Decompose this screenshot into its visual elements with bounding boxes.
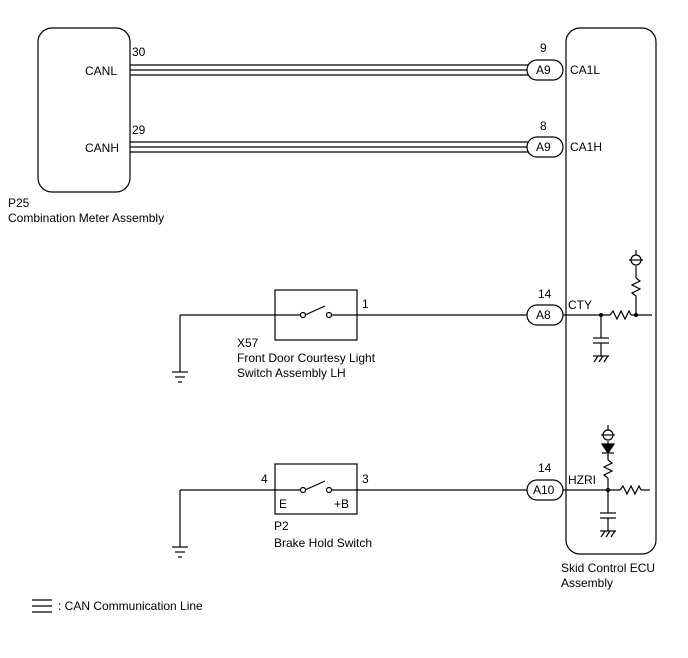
ecu-connector-a10: A10 <box>533 483 555 497</box>
courtesy-switch-pin-1: 1 <box>362 297 369 311</box>
brake-switch-term-b: +B <box>334 497 349 511</box>
brake-switch-name: Brake Hold Switch <box>274 536 372 550</box>
ecu-pin-14-cty: 14 <box>538 287 552 301</box>
brake-switch-code: P2 <box>274 519 289 533</box>
ecu-pin-cty-label: CTY <box>568 298 592 312</box>
ecu-connector-a9-1: A9 <box>536 63 551 77</box>
courtesy-switch-circuit <box>179 289 527 372</box>
can-line-canh <box>130 141 528 153</box>
can-line-canl <box>130 64 528 76</box>
ecu-hzri-internal-circuit <box>563 425 650 538</box>
ground-symbol-2 <box>172 546 188 558</box>
meter-code: P25 <box>8 196 30 210</box>
ecu-pin-ca1l-label: CA1L <box>570 63 600 77</box>
ecu-pin-8: 8 <box>540 119 547 133</box>
brake-switch-pin-3: 3 <box>362 472 369 486</box>
meter-pin-canh-label: CANH <box>85 141 119 155</box>
skid-control-ecu-box <box>565 27 657 555</box>
courtesy-switch-name-line1: Front Door Courtesy Light <box>237 351 376 365</box>
combination-meter-box <box>37 27 131 193</box>
courtesy-switch-code: X57 <box>237 336 259 350</box>
ecu-name-line2: Assembly <box>561 576 613 590</box>
brake-switch-pin-4: 4 <box>261 472 268 486</box>
meter-name: Combination Meter Assembly <box>8 211 164 225</box>
meter-pin-30: 30 <box>132 45 146 59</box>
brake-switch-term-e: E <box>279 497 287 511</box>
legend-text: : CAN Communication Line <box>58 599 203 613</box>
ecu-name-line1: Skid Control ECU <box>561 561 655 575</box>
connector-a9-1 <box>526 59 564 81</box>
brake-switch-box <box>274 463 358 515</box>
connector-a9-2 <box>526 136 564 158</box>
ecu-pin-9: 9 <box>540 41 547 55</box>
meter-pin-canl-label: CANL <box>85 64 117 78</box>
brake-switch-circuit <box>179 463 527 547</box>
ground-symbol-1 <box>172 371 188 383</box>
legend-can-line-symbol <box>32 599 52 613</box>
ecu-connector-a9-2: A9 <box>536 140 551 154</box>
ecu-pin-ca1h-label: CA1H <box>570 140 602 154</box>
courtesy-switch-name-line2: Switch Assembly LH <box>237 366 346 380</box>
meter-pin-29: 29 <box>132 123 146 137</box>
ecu-connector-a8: A8 <box>536 308 551 322</box>
ecu-pin-hzri-label: HZRI <box>568 473 596 487</box>
ecu-pin-14-hzri: 14 <box>538 461 552 475</box>
